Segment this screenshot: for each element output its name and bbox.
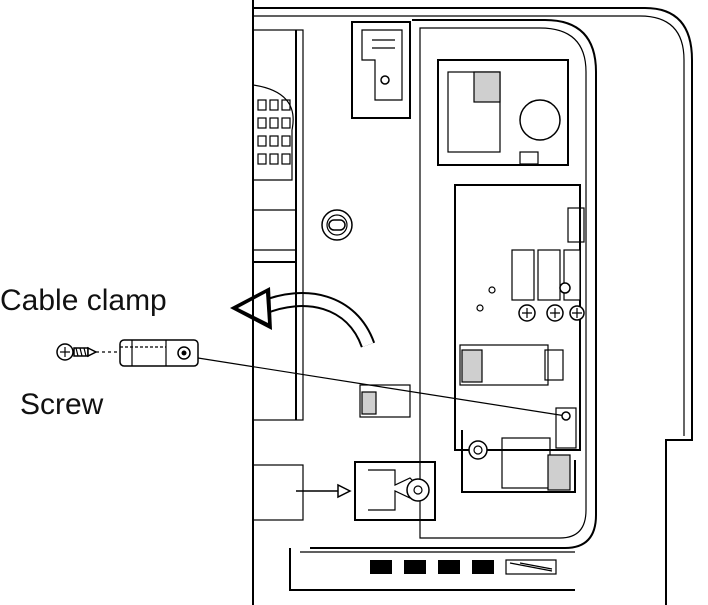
- removal-arrow: [230, 287, 376, 348]
- leader-line: [197, 357, 567, 417]
- lower-latch: [252, 461, 436, 521]
- side-bracket: [359, 384, 411, 418]
- panel-screw: [321, 209, 353, 241]
- terminal-block: [454, 184, 585, 451]
- cable-guide: [461, 430, 576, 493]
- device-body: [252, 0, 693, 605]
- fan-area: [252, 29, 304, 421]
- top-latch: [351, 21, 411, 119]
- cable-clamp-part: [119, 339, 199, 367]
- connector-housing: [437, 59, 569, 166]
- clamp-mount-point: [555, 407, 577, 449]
- straight-arrow: [296, 483, 352, 499]
- screw-part: [56, 343, 120, 361]
- cable-clamp-label: Cable clamp: [0, 284, 167, 317]
- screw-label: Screw: [20, 388, 104, 421]
